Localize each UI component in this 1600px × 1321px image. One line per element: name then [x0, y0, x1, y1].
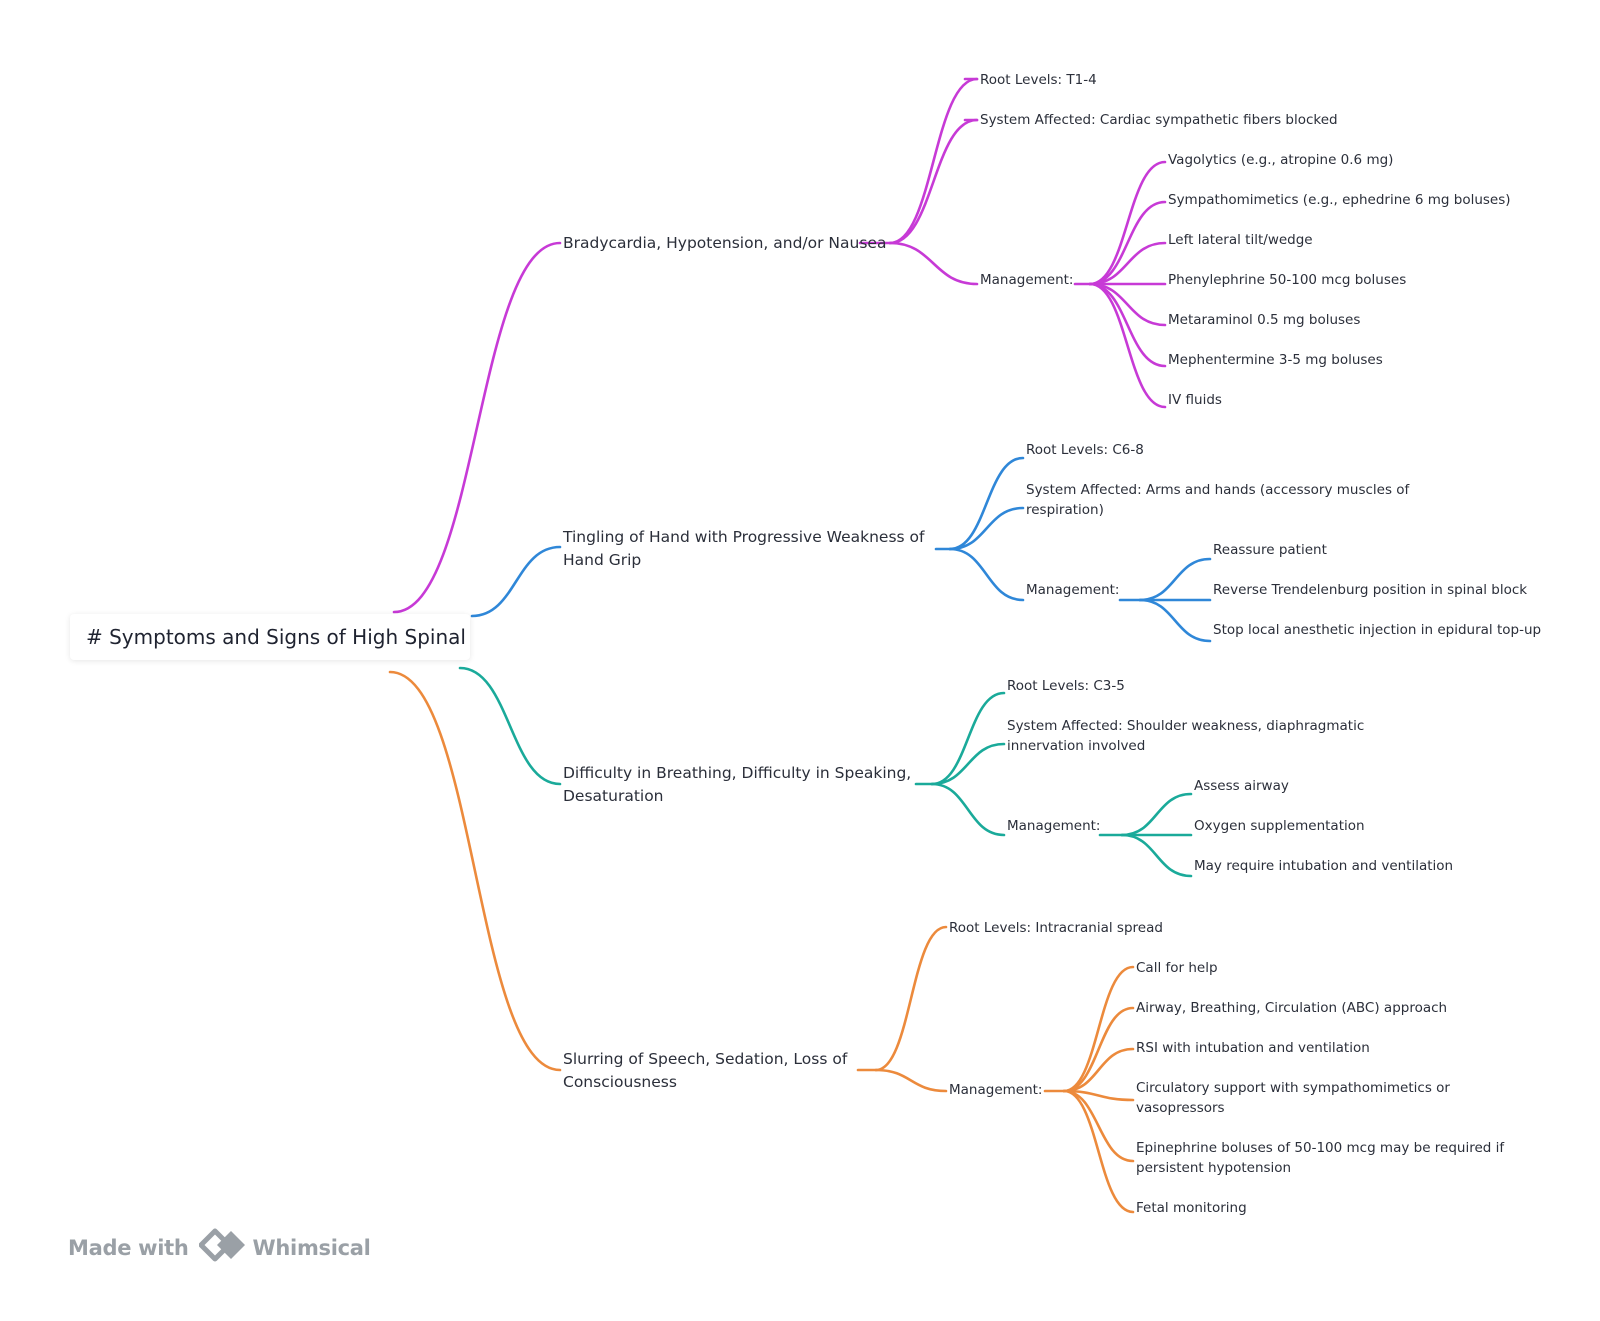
detail-node[interactable]: Root Levels: T1-4: [980, 72, 1097, 88]
management-item[interactable]: Left lateral tilt/wedge: [1168, 232, 1313, 248]
connector-line: [1138, 557, 1212, 602]
root-node[interactable]: # Symptoms and Signs of High Spinal: [70, 614, 470, 660]
management-item[interactable]: IV fluids: [1168, 392, 1222, 408]
management-node[interactable]: Management:: [1026, 582, 1120, 598]
management-item[interactable]: Epinephrine boluses of 50-100 mcg may be…: [1136, 1140, 1505, 1176]
made-with-text: Made with: [68, 1235, 189, 1260]
connector-line: [874, 1068, 948, 1093]
made-with-whimsical-badge[interactable]: Made with Whimsical: [68, 1228, 371, 1267]
connector-line: [888, 241, 979, 286]
connector-line: [1138, 598, 1212, 643]
management-item[interactable]: Circulatory support with sympathomimetic…: [1136, 1080, 1450, 1116]
management-item[interactable]: Phenylephrine 50-100 mcg boluses: [1168, 272, 1407, 288]
detail-node[interactable]: Root Levels: C3-5: [1007, 678, 1125, 694]
connector-line: [1120, 833, 1193, 878]
connector-line: [948, 547, 1025, 602]
root-node-label: # Symptoms and Signs of High Spinal: [86, 625, 466, 649]
detail-node[interactable]: System Affected: Arms and hands (accesso…: [1026, 482, 1410, 518]
connector-line: [930, 691, 1006, 786]
management-item[interactable]: Sympathomimetics (e.g., ephedrine 6 mg b…: [1168, 192, 1511, 208]
connector-line: [948, 506, 1025, 551]
detail-node[interactable]: System Affected: Cardiac sympathetic fib…: [980, 112, 1338, 128]
management-node[interactable]: Management:: [1007, 818, 1101, 834]
whimsical-brand-text: Whimsical: [252, 1235, 371, 1260]
connector-line: [1062, 1047, 1135, 1093]
management-item[interactable]: Airway, Breathing, Circulation (ABC) app…: [1136, 1000, 1448, 1016]
branch-node[interactable]: Difficulty in Breathing, Difficulty in S…: [563, 764, 912, 805]
management-item[interactable]: May require intubation and ventilation: [1194, 858, 1454, 874]
connector-line: [1088, 241, 1167, 286]
management-item[interactable]: Assess airway: [1194, 778, 1289, 794]
connector-line: [458, 666, 562, 786]
connector-line: [874, 925, 948, 1072]
management-item[interactable]: Vagolytics (e.g., atropine 0.6 mg): [1168, 152, 1394, 168]
connector-line: [470, 545, 562, 618]
management-item[interactable]: Metaraminol 0.5 mg boluses: [1168, 312, 1361, 328]
connector-line: [1088, 200, 1167, 286]
management-item[interactable]: Reassure patient: [1213, 542, 1327, 558]
management-node[interactable]: Management:: [949, 1082, 1043, 1098]
management-item[interactable]: Stop local anesthetic injection in epidu…: [1213, 622, 1542, 638]
connector-line: [392, 241, 562, 614]
management-item[interactable]: Oxygen supplementation: [1194, 818, 1365, 834]
connector-line: [1088, 282, 1167, 327]
branch-node[interactable]: Bradycardia, Hypotension, and/or Nausea: [563, 234, 887, 252]
connector-line: [888, 118, 979, 245]
branch-node[interactable]: Tingling of Hand with Progressive Weakne…: [563, 528, 925, 569]
connector-line: [888, 77, 979, 245]
management-item[interactable]: RSI with intubation and ventilation: [1136, 1040, 1370, 1056]
connector-line: [1062, 1089, 1135, 1102]
connector-line: [1088, 282, 1167, 409]
management-item[interactable]: Reverse Trendelenburg position in spinal…: [1213, 582, 1528, 598]
connector-line: [948, 456, 1025, 551]
detail-node[interactable]: Root Levels: C6-8: [1026, 442, 1144, 458]
branch-node[interactable]: Slurring of Speech, Sedation, Loss of Co…: [563, 1050, 848, 1091]
connector-line: [1062, 965, 1135, 1093]
management-node[interactable]: Management:: [980, 272, 1074, 288]
management-item[interactable]: Call for help: [1136, 960, 1218, 976]
connector-line: [1088, 160, 1167, 286]
connector-line: [930, 782, 1006, 837]
connector-line: [1088, 282, 1167, 368]
whimsical-logo-icon: [198, 1228, 247, 1267]
connector-line: [388, 670, 562, 1072]
management-item[interactable]: Mephentermine 3-5 mg boluses: [1168, 352, 1383, 368]
detail-node[interactable]: System Affected: Shoulder weakness, diap…: [1007, 718, 1365, 754]
connector-line: [1062, 1006, 1135, 1093]
connector-line: [930, 742, 1006, 786]
connector-line: [1062, 1089, 1135, 1214]
detail-node[interactable]: Root Levels: Intracranial spread: [949, 920, 1163, 936]
connector-line: [1120, 792, 1193, 837]
management-item[interactable]: Fetal monitoring: [1136, 1200, 1247, 1216]
